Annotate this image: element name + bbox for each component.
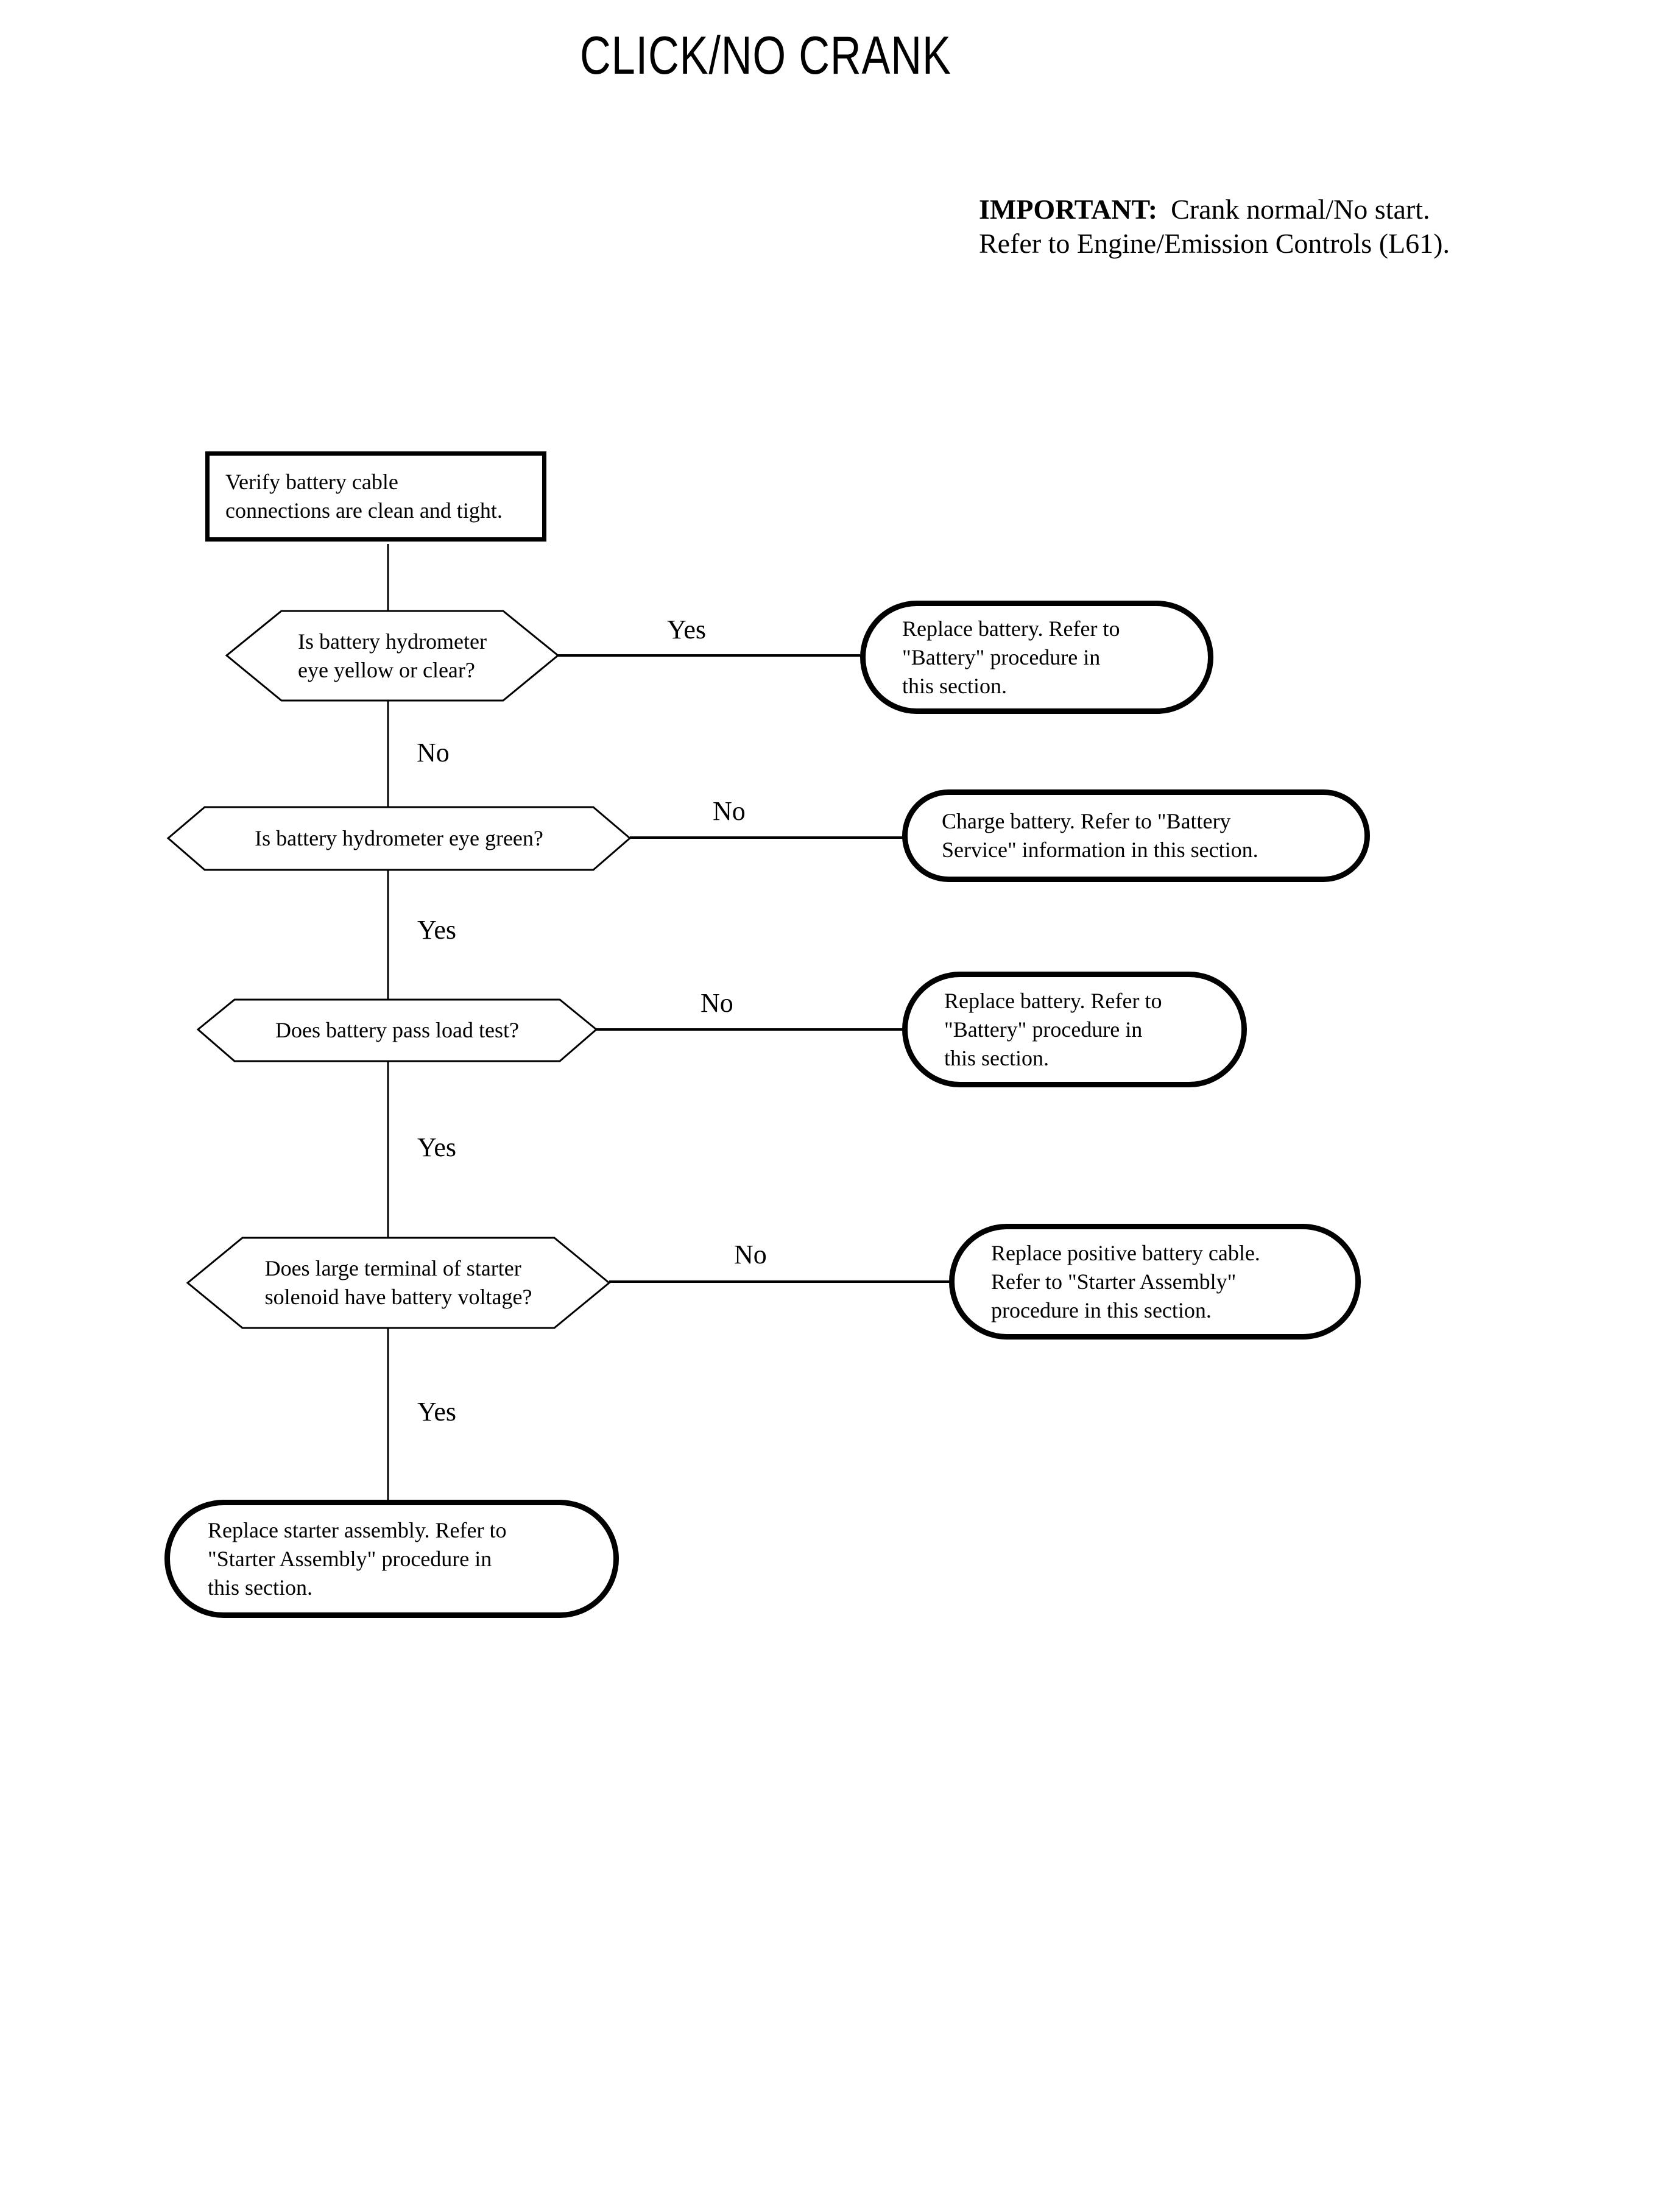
- decision-hydrometer-green-text: Is battery hydrometer eye green?: [255, 826, 543, 850]
- decision-hydrometer-yellow: Is battery hydrometer eye yellow or clea…: [227, 611, 558, 701]
- decision-hydrometer-green: Is battery hydrometer eye green?: [168, 807, 630, 870]
- result-replace-positive-cable-text: Replace positive battery cable. Refer to…: [991, 1240, 1260, 1322]
- label-d1-no: No: [417, 738, 450, 768]
- label-d4-yes: Yes: [417, 1397, 457, 1427]
- decision-load-test-text: Does battery pass load test?: [275, 1018, 519, 1042]
- important-note-line-2: Refer to Engine/Emission Controls (L61).: [979, 228, 1450, 259]
- decision-load-test: Does battery pass load test?: [198, 1000, 596, 1061]
- result-replace-positive-cable: Replace positive battery cable. Refer to…: [949, 1224, 1361, 1340]
- decision-solenoid-voltage-text: Does large terminal of starter solenoid …: [264, 1256, 532, 1309]
- important-note-line-1: IMPORTANT: Crank normal/No start.: [979, 192, 1450, 227]
- label-d2-no: No: [713, 796, 746, 826]
- result-replace-battery-1: Replace battery. Refer to "Battery" proc…: [860, 601, 1213, 714]
- decision-hydrometer-yellow-text: Is battery hydrometer eye yellow or clea…: [298, 629, 487, 682]
- result-replace-battery-2-text: Replace battery. Refer to "Battery" proc…: [944, 988, 1162, 1070]
- label-d3-yes: Yes: [417, 1132, 457, 1162]
- decision-solenoid-voltage: Does large terminal of starter solenoid …: [188, 1238, 609, 1328]
- result-replace-battery-2: Replace battery. Refer to "Battery" proc…: [902, 972, 1247, 1087]
- label-d2-yes: Yes: [417, 915, 457, 945]
- result-charge-battery: Charge battery. Refer to "Battery Servic…: [902, 789, 1370, 882]
- result-replace-starter-assembly: Replace starter assembly. Refer to "Star…: [164, 1500, 619, 1618]
- decision-shape-hydrometer-yellow: [225, 610, 560, 702]
- decision-shape-load-test: [196, 998, 598, 1062]
- decision-shape-hydrometer-green: [166, 806, 632, 871]
- important-note-text: Crank normal/No start.: [1171, 194, 1430, 225]
- label-d3-no: No: [701, 988, 733, 1018]
- result-charge-battery-text: Charge battery. Refer to "Battery Servic…: [942, 809, 1258, 862]
- important-note-label: IMPORTANT:: [979, 194, 1158, 225]
- start-node-text: Verify battery cable connections are cle…: [225, 470, 503, 523]
- page-title: CLICK/NO CRANK: [580, 25, 951, 85]
- important-note: IMPORTANT: Crank normal/No start. Refer t…: [979, 192, 1450, 261]
- label-d1-yes: Yes: [667, 615, 707, 644]
- decision-shape-solenoid-voltage: [186, 1237, 611, 1329]
- start-node-box: Verify battery cable connections are cle…: [205, 451, 546, 542]
- label-d4-no: No: [734, 1240, 767, 1269]
- result-replace-battery-1-text: Replace battery. Refer to "Battery" proc…: [902, 616, 1120, 698]
- result-replace-starter-assembly-text: Replace starter assembly. Refer to "Star…: [208, 1517, 507, 1600]
